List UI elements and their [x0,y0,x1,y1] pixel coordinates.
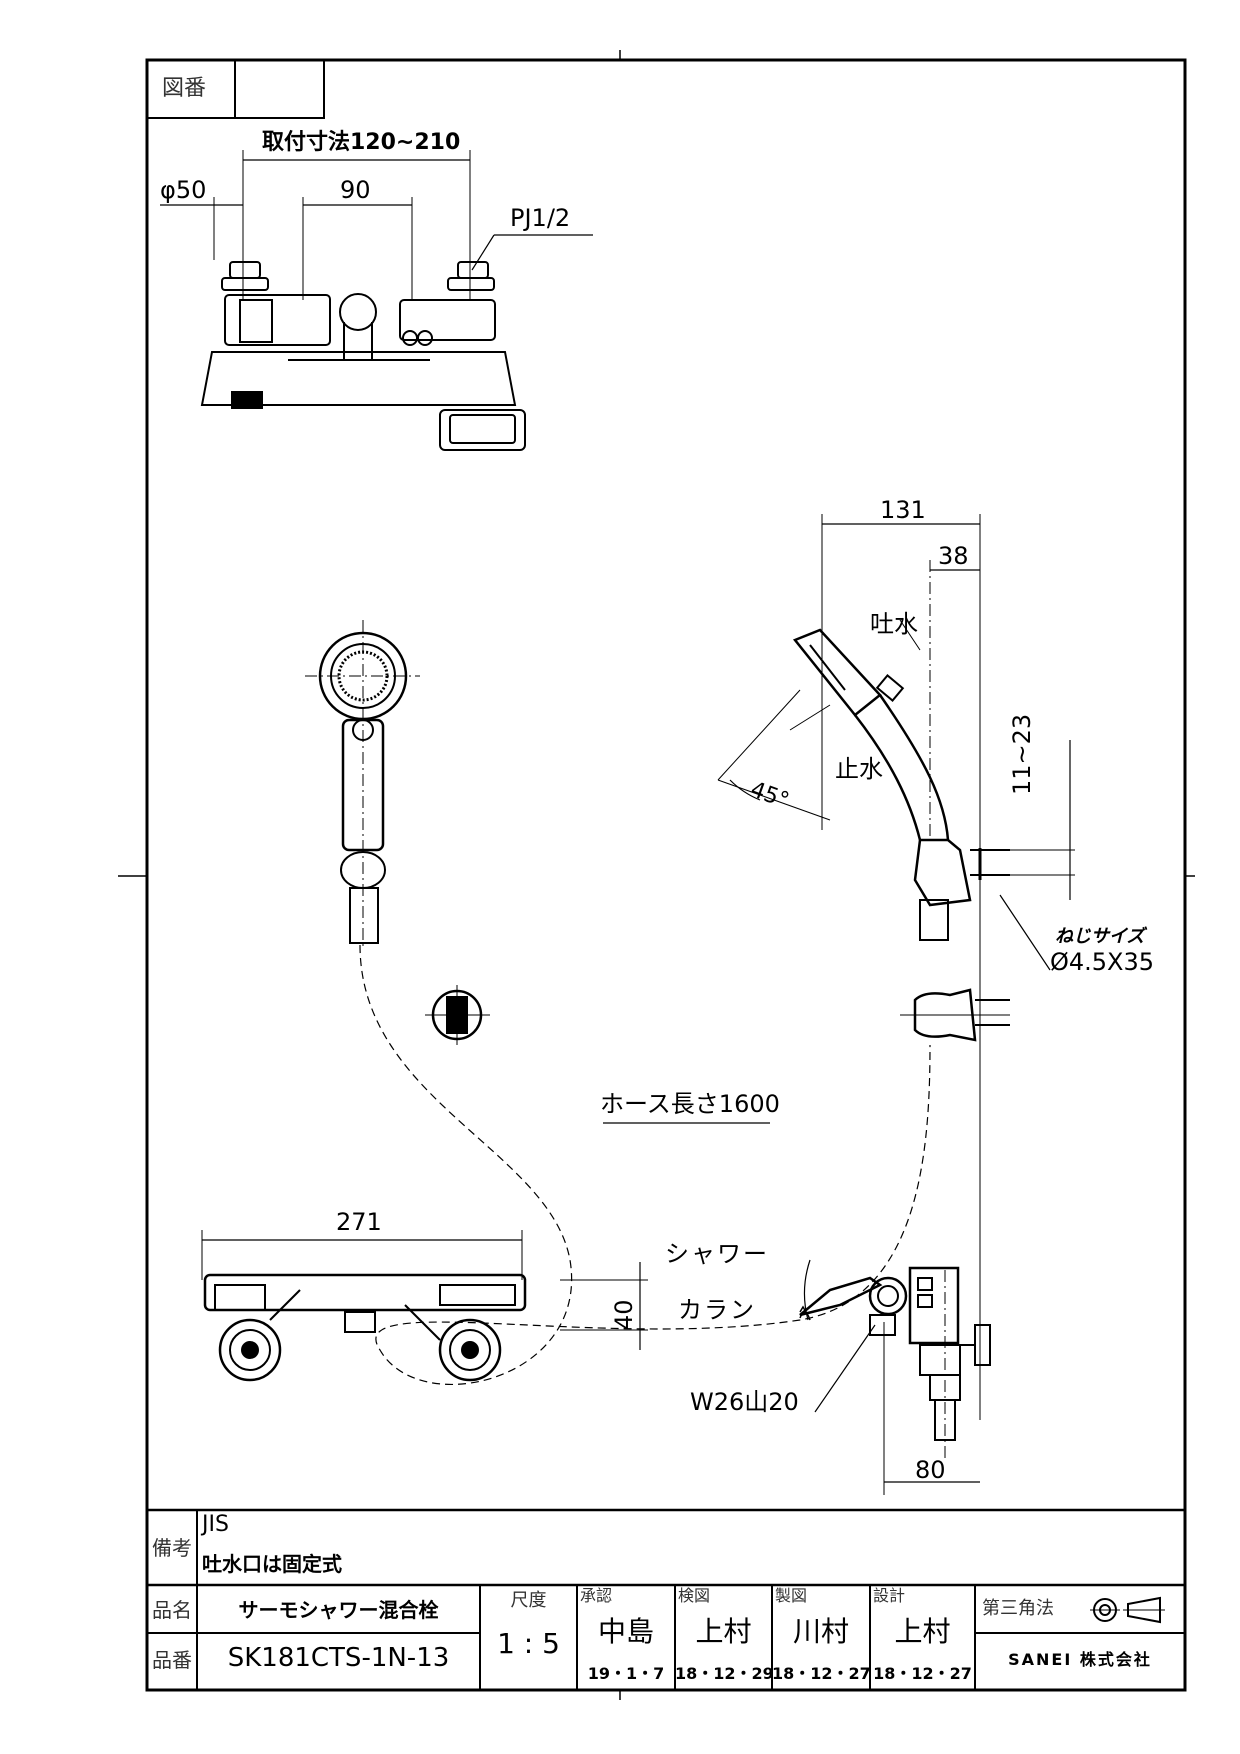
check-label: 検図 [678,1586,711,1605]
remarks-label: 備考 [152,1536,192,1560]
drawing-number-label: 図番 [162,76,207,101]
product-name-label: 品名 [152,1598,192,1622]
holder-top-view [425,985,490,1045]
design-date: 18・12・27 [873,1664,972,1683]
draw-date: 18・12・27 [772,1664,871,1683]
scale-value: 1 : 5 [497,1627,560,1660]
bottom-view [201,1230,648,1382]
spacing-dimension: 90 [340,176,371,204]
thread-dimension: PJ1/2 [510,204,571,232]
top-view [160,150,593,451]
draw-label: 製図 [775,1586,808,1605]
scale-label: 尺度 [510,1590,547,1611]
spout-label: 吐水 [870,610,918,638]
screw-size-label: ねじサイズ [1055,926,1145,947]
bottom-width-dimension: 271 [336,1208,382,1236]
approve-label: 承認 [580,1586,613,1605]
shower-mode-label: シャワー [665,1240,769,1268]
side-depth-bottom-dimension: 80 [915,1456,946,1484]
hose-line [359,944,931,1385]
projection-symbol [1090,1596,1165,1624]
draw-name: 川村 [792,1615,849,1648]
mount-dimension: 取付寸法120~210 [262,130,461,155]
stop-label: 止水 [835,755,883,783]
side-depth-dimension: 131 [880,496,926,524]
company-name: SANEI 株式会社 [1008,1650,1152,1669]
check-date: 18・12・29 [675,1664,774,1683]
design-name: 上村 [894,1615,951,1648]
remarks-line-2: 吐水口は固定式 [202,1552,342,1576]
shower-side-view [717,514,1075,1420]
diameter-dimension: φ50 [160,176,207,204]
drawing-frame [145,58,1187,1692]
projection-label: 第三角法 [982,1598,1054,1619]
product-number: SK181CTS-1N-13 [227,1643,450,1673]
side-offset-dimension: 38 [938,542,969,570]
design-label: 設計 [873,1586,906,1605]
approve-date: 19・1・7 [587,1664,665,1683]
remarks-line-1: JIS [202,1512,229,1537]
hose-length-label: ホース長さ1600 [600,1090,780,1118]
screw-size-value: Ø4.5X35 [1050,948,1155,976]
faucet-mode-label: カラン [678,1296,756,1324]
outlet-thread-label: W26山20 [690,1388,799,1416]
approve-name: 中島 [597,1615,654,1648]
check-name: 上村 [695,1615,752,1648]
faucet-side-view [799,1259,991,1495]
shower-front-view [305,620,420,950]
range-dimension: 11~23 [1008,713,1036,795]
product-number-label: 品番 [152,1648,192,1672]
bottom-height-dimension: 40 [610,1299,638,1330]
product-name: サーモシャワー混合栓 [238,1598,439,1622]
